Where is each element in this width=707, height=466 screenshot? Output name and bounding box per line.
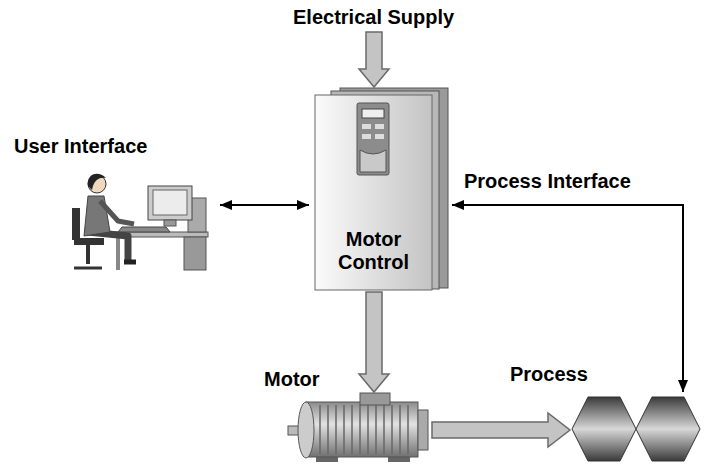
- chair-post: [86, 245, 90, 264]
- desk-leg: [116, 237, 120, 270]
- person-hair: [88, 174, 106, 190]
- keypad-button: [375, 134, 384, 139]
- motor-end-cap: [298, 402, 314, 458]
- person-shoe: [124, 260, 136, 265]
- mechanical-drive-arrow: [432, 413, 570, 447]
- person-body: [84, 196, 110, 236]
- drive-output-arrow: [359, 292, 389, 392]
- desk-cabinet: [184, 237, 206, 270]
- drive-keypad: [357, 103, 389, 175]
- keypad-base: [360, 150, 386, 172]
- supply-arrow: [359, 32, 389, 87]
- chair-base: [74, 267, 102, 270]
- monitor-screen: [153, 190, 187, 215]
- monitor-stand: [164, 220, 176, 226]
- drive-unit: [315, 88, 448, 290]
- user-link-arrow: [220, 204, 309, 206]
- person-legs: [88, 232, 128, 262]
- node-label: Motor Control: [315, 228, 432, 274]
- motor-control-box: Motor Control: [315, 88, 448, 290]
- process-hexagon: [572, 397, 636, 461]
- motor-body: [306, 402, 418, 457]
- keypad-display: [362, 109, 384, 118]
- terminal-box: [360, 393, 390, 405]
- user-at-computer: [72, 174, 208, 270]
- process-hexagon: [636, 397, 700, 461]
- process-node: Process: [572, 395, 702, 463]
- supply-node: Electrical Supply: [293, 6, 454, 30]
- node-label: Electrical Supply: [293, 6, 454, 29]
- node-label: Motor: [264, 368, 406, 391]
- chair-back: [72, 208, 80, 240]
- edge-label: Process Interface: [462, 170, 633, 193]
- monitor: [148, 186, 192, 220]
- node-label: User Interface: [14, 135, 154, 158]
- motor-node: Motor: [288, 393, 430, 463]
- connectors: [220, 32, 683, 447]
- user-interface-node: User Interface: [72, 168, 212, 272]
- keypad-button: [362, 134, 371, 139]
- edge-label-holder: Process Interface: [462, 170, 633, 193]
- process-rollers: [572, 397, 700, 461]
- node-label: Process: [510, 363, 640, 386]
- keypad-button: [375, 124, 384, 129]
- keyboard: [118, 227, 170, 232]
- process-interface-line: [452, 205, 683, 392]
- motor-back-end: [418, 410, 428, 450]
- person-arm: [100, 201, 134, 224]
- motor-fins: [320, 405, 408, 454]
- chair-seat: [74, 238, 104, 245]
- electric-motor: [288, 393, 428, 462]
- keypad-button: [362, 124, 371, 129]
- drive-front-panel: [315, 95, 432, 290]
